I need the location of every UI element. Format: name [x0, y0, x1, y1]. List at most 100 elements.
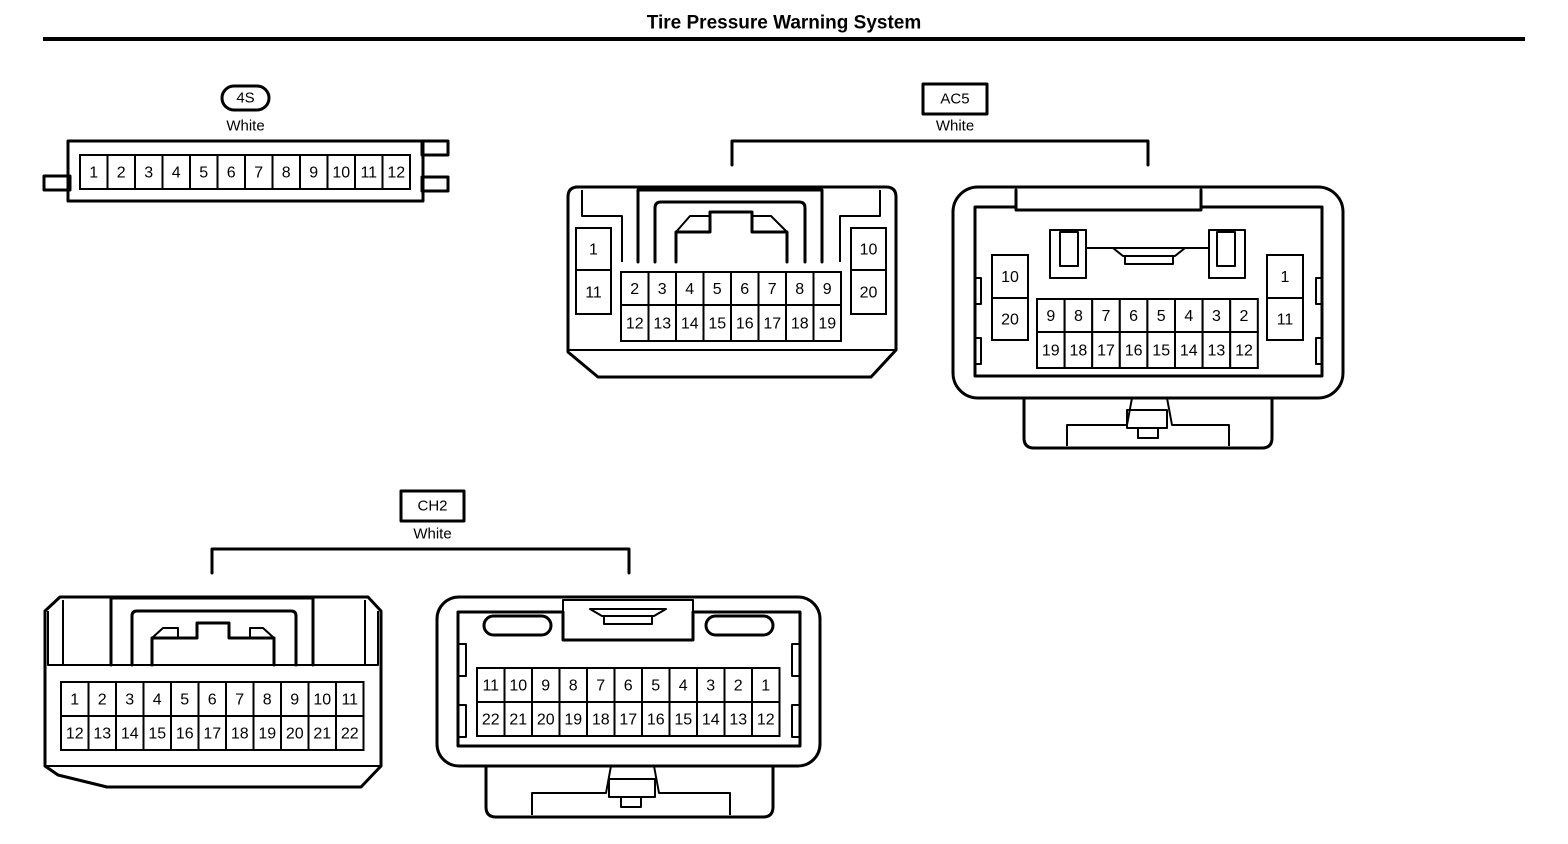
connector-ac5-right-lock-nub — [1137, 427, 1159, 439]
pin-ch2-left-8-cell — [252, 681, 282, 717]
pin-ch2-right-17-cell — [613, 701, 643, 737]
pin-ch2-left-19: 19 — [258, 726, 276, 743]
pin-ac5-right-13: 13 — [1208, 343, 1226, 360]
pin-ac5-left-15: 15 — [708, 316, 726, 333]
pin-ac5-left-19-cell — [812, 304, 842, 342]
connector-ch2-right-lock-left — [531, 765, 612, 815]
connector-ac5-right-housing — [951, 185, 1345, 400]
connector-ch2-left-latch-frame — [109, 596, 315, 667]
pin-ac5-right-15: 15 — [1152, 343, 1170, 360]
pin-ch2-left-2: 2 — [98, 692, 107, 709]
pin-4s-3-cell — [134, 154, 164, 190]
pin-ch2-right-11: 11 — [482, 678, 499, 695]
connector-ac5-right-lock-tab — [1126, 409, 1168, 429]
pin-ac5-right-19-cell — [1036, 331, 1066, 369]
pin-ac5-left-8-cell — [785, 271, 815, 306]
connector-ch2-bracket — [210, 547, 631, 575]
connector-4s-left-tab — [42, 174, 72, 192]
pin-ch2-right-2-cell — [723, 667, 753, 703]
pin-ac5-right-5: 5 — [1157, 308, 1166, 325]
pin-ch2-right-3-cell — [696, 667, 726, 703]
pin-ch2-left-11: 11 — [341, 692, 358, 709]
pin-ac5-right-8: 8 — [1074, 308, 1083, 325]
pin-ac5-left-16: 16 — [736, 316, 754, 333]
pin-ch2-left-22-cell — [335, 715, 365, 751]
pin-ac5-left-3: 3 — [658, 281, 667, 298]
pin-ac5-right-4: 4 — [1184, 308, 1193, 325]
pin-ch2-left-3: 3 — [125, 692, 134, 709]
connector-ac5-bracket — [730, 139, 1150, 167]
pin-ch2-right-12-cell — [751, 701, 781, 737]
pin-ac5-right-19: 19 — [1042, 343, 1060, 360]
pin-4s-9-cell — [299, 154, 329, 190]
pin-ac5-left-19: 19 — [818, 316, 836, 333]
connector-ch2-left-lock-ramp-r — [249, 627, 275, 639]
pin-ac5-left-7: 7 — [768, 281, 777, 298]
pin-ac5-right-1: 1 — [1281, 269, 1290, 286]
pin-ac5-left-20-cell — [850, 269, 887, 315]
pin-ac5-right-14: 14 — [1180, 343, 1198, 360]
pin-4s-8: 8 — [282, 165, 291, 182]
connector-ch2-right-guide-left — [482, 614, 553, 637]
pin-ch2-right-6-cell — [613, 667, 643, 703]
pin-ch2-left-18: 18 — [231, 726, 249, 743]
connector-ch2-right-rib-left-top — [457, 643, 467, 677]
pin-ac5-right-16: 16 — [1125, 343, 1143, 360]
pin-4s-3: 3 — [144, 165, 153, 182]
pin-ch2-left-22: 22 — [341, 726, 359, 743]
pin-ac5-left-14: 14 — [681, 316, 699, 333]
pin-4s-2-cell — [106, 154, 136, 190]
connector-ac5-right-key-tab — [1124, 255, 1174, 265]
pin-4s-7-cell — [244, 154, 274, 190]
pin-ac5-left-1-cell — [575, 227, 612, 271]
pin-ac5-right-20-cell — [991, 297, 1029, 341]
pin-ch2-left-18-cell — [225, 715, 255, 751]
pin-ac5-right-6: 6 — [1129, 308, 1138, 325]
pin-ac5-left-1: 1 — [589, 242, 598, 259]
connector-ac5-left-inner-rail-right — [839, 190, 881, 262]
pin-ac5-left-18: 18 — [791, 316, 809, 333]
pin-ac5-right-10: 10 — [1001, 269, 1019, 286]
connector-4s-code-badge — [220, 84, 271, 112]
pin-ac5-right-1-cell — [1266, 254, 1304, 299]
connector-ch2-right-lock-nub — [620, 796, 642, 808]
pin-ch2-right-9: 9 — [541, 678, 550, 695]
pin-ch2-left-4-cell — [142, 681, 172, 717]
connector-ac5-right-lock-housing — [1022, 396, 1274, 450]
pin-ac5-right-17: 17 — [1097, 343, 1115, 360]
pin-ac5-right-12-cell — [1229, 331, 1259, 369]
connector-ch2-left-lock-ramp-l — [151, 627, 179, 639]
connector-ac5-left-lock-ramp-r — [752, 215, 788, 233]
connector-4s-housing — [66, 139, 425, 203]
connector-ac5-right-guide-right — [1208, 229, 1246, 279]
connector-ch2-left-shoulder-l — [48, 600, 64, 666]
pin-ac5-right-15-cell — [1146, 331, 1177, 369]
pin-ch2-right-5-cell — [641, 667, 671, 703]
pin-ac5-left-13: 13 — [653, 316, 671, 333]
pin-4s-4: 4 — [172, 165, 181, 182]
pin-ch2-right-2: 2 — [734, 678, 743, 695]
pin-ch2-left-9: 9 — [290, 692, 299, 709]
pin-ch2-right-18: 18 — [592, 712, 610, 729]
pin-ac5-right-14-cell — [1174, 331, 1204, 369]
connector-ac5-left-housing — [566, 185, 898, 379]
connector-ac5-right-lock-right — [1166, 397, 1230, 446]
pin-ch2-right-8: 8 — [569, 678, 578, 695]
pin-4s-8-cell — [271, 154, 301, 190]
connector-ch2-code-box — [399, 489, 466, 523]
connector-ch2-right-guide-right — [704, 614, 775, 637]
pin-4s-1-cell — [79, 154, 109, 190]
pin-ac5-right-10-cell — [991, 254, 1029, 299]
connector-ac5-right-rib-left-top — [974, 277, 982, 305]
connector-ch2-right-rib-left-bottom — [457, 704, 467, 738]
pin-ch2-right-10: 10 — [509, 678, 527, 695]
diagram-title: Tire Pressure Warning System — [647, 13, 922, 34]
connector-ac5-code: AC5 — [940, 91, 969, 108]
pin-4s-1: 1 — [89, 165, 98, 182]
pin-ac5-left-13-cell — [647, 304, 677, 342]
